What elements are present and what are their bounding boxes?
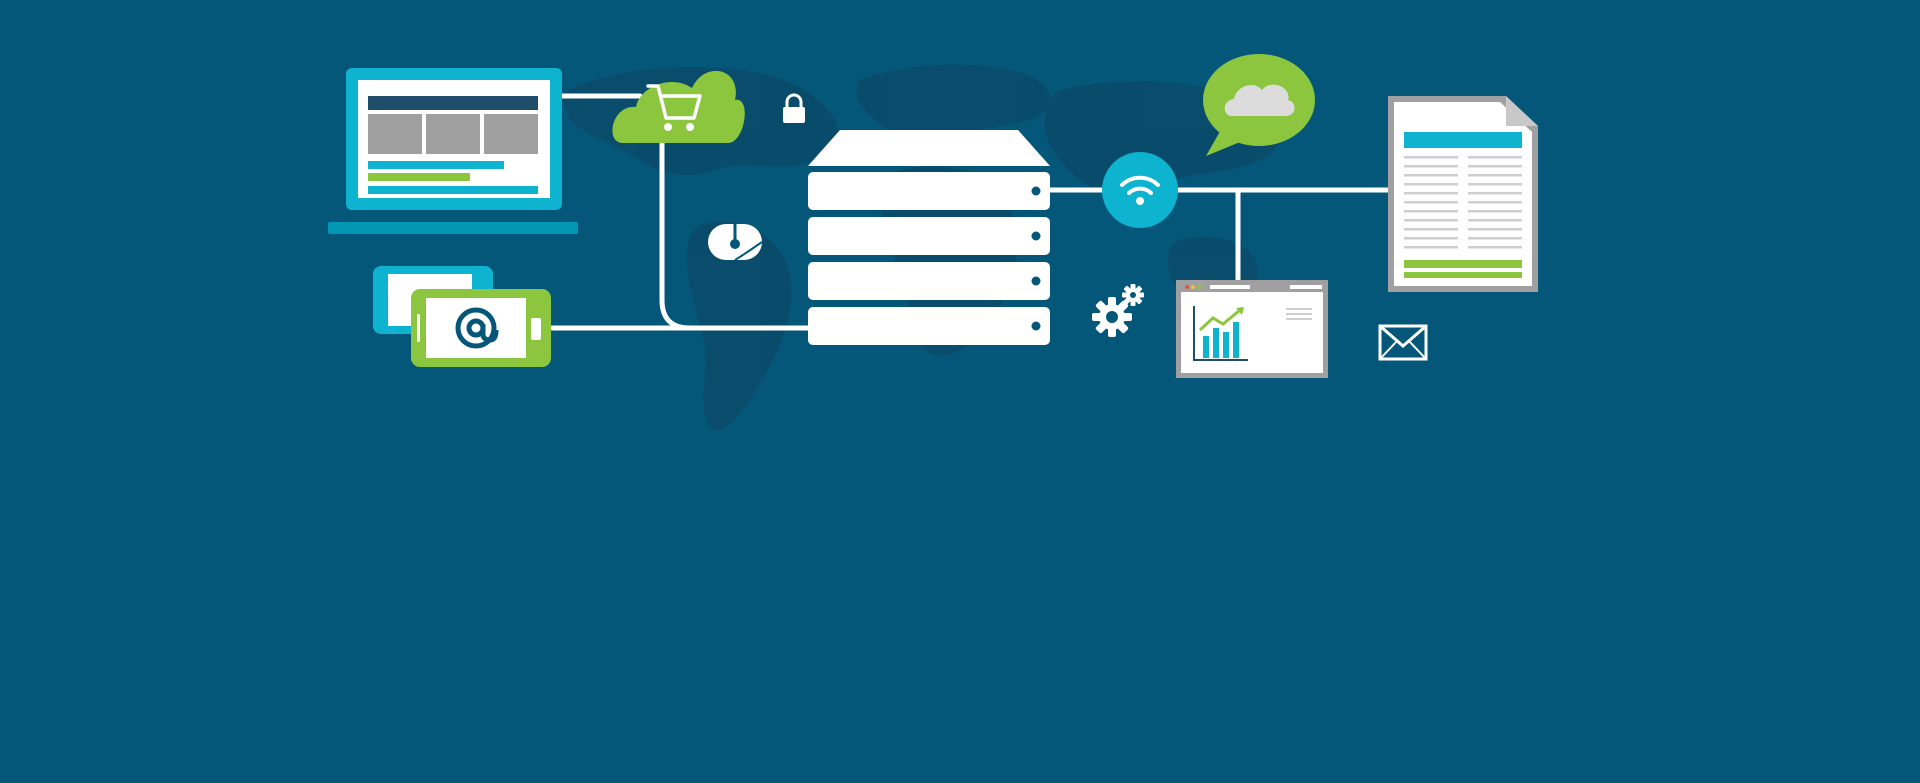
connection-lines xyxy=(549,93,1393,331)
envelope-icon xyxy=(1378,324,1428,361)
gear-icon xyxy=(1092,284,1144,337)
wifi-icon xyxy=(1102,152,1178,228)
laptop-icon xyxy=(328,68,578,234)
cloud-speech-bubble-icon xyxy=(1203,54,1315,156)
mouse-icon xyxy=(708,224,763,261)
phone-at-icon xyxy=(373,266,551,367)
chart-window-icon xyxy=(1176,280,1328,378)
lock-icon xyxy=(783,93,805,123)
cart-cloud-icon xyxy=(612,70,745,143)
server-icon xyxy=(808,130,1050,345)
document-icon xyxy=(1388,96,1538,292)
